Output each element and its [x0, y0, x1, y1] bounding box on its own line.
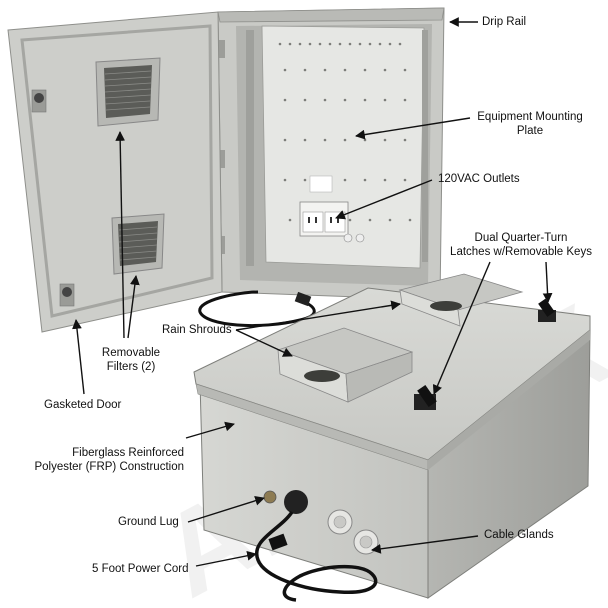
rain-shroud-left — [276, 327, 414, 403]
arrow-outlets — [335, 179, 433, 220]
arrow-shroud-right — [235, 300, 401, 331]
arrow-cable-glands — [371, 535, 479, 554]
power-entry — [284, 490, 308, 514]
label-ground-lug: Ground Lug — [118, 516, 179, 528]
label-power-cord: 5 Foot Power Cord — [92, 563, 189, 575]
label-frp-line2: Polyester (FRP) Construction — [34, 461, 184, 473]
door-latch-bottom — [59, 283, 75, 307]
arrow-power-cord — [195, 550, 257, 567]
label-frp: Fiberglass Reinforced Polyester (FRP) Co… — [12, 446, 184, 474]
door-latch-top — [31, 89, 47, 113]
label-latches-line1: Dual Quarter-Turn — [474, 232, 568, 244]
label-mounting-plate-line2: Plate — [516, 125, 544, 137]
label-rain-shrouds: Rain Shrouds — [162, 324, 232, 336]
label-latches-line2: Latches w/Removable Keys — [450, 246, 592, 258]
ground-lug — [263, 490, 277, 504]
arrow-latch-back — [542, 261, 553, 303]
label-outlets: 120VAC Outlets — [438, 173, 520, 185]
arrow-frp — [185, 421, 235, 439]
lower-filter — [111, 213, 165, 275]
label-latches: Dual Quarter-Turn Latches w/Removable Ke… — [438, 231, 604, 259]
callout-arrows — [72, 17, 553, 567]
closed-enclosure — [193, 273, 591, 599]
latch-front — [414, 384, 437, 410]
upper-filter — [95, 57, 161, 127]
arrow-ground-lug — [187, 495, 265, 523]
arrow-latch-front — [432, 261, 491, 395]
open-enclosure — [217, 7, 445, 301]
arrow-shroud-left — [235, 329, 293, 357]
drip-rail — [217, 7, 445, 23]
open-enclosure-cord — [198, 290, 316, 328]
rain-shroud-right — [398, 273, 524, 327]
label-frp-line1: Fiberglass Reinforced — [72, 447, 184, 459]
label-filters-line1: Removable — [101, 347, 161, 359]
label-mounting-plate-line1: Equipment Mounting — [477, 111, 583, 123]
label-mounting-plate: Equipment Mounting Plate — [466, 110, 594, 138]
latch-back — [538, 298, 556, 322]
label-cable-glands: Cable Glands — [484, 529, 554, 541]
label-filters-line2: Filters (2) — [106, 361, 156, 373]
arrow-filter-upper — [115, 131, 126, 339]
arrow-gasketed-door — [72, 319, 85, 395]
label-drip-rail: Drip Rail — [482, 16, 527, 28]
arrow-filter-lower — [127, 275, 140, 339]
label-filters: Removable Filters (2) — [88, 346, 174, 374]
gasketed-door — [7, 11, 223, 333]
arrow-mounting-plate — [355, 117, 471, 140]
label-gasketed-door: Gasketed Door — [44, 399, 122, 411]
